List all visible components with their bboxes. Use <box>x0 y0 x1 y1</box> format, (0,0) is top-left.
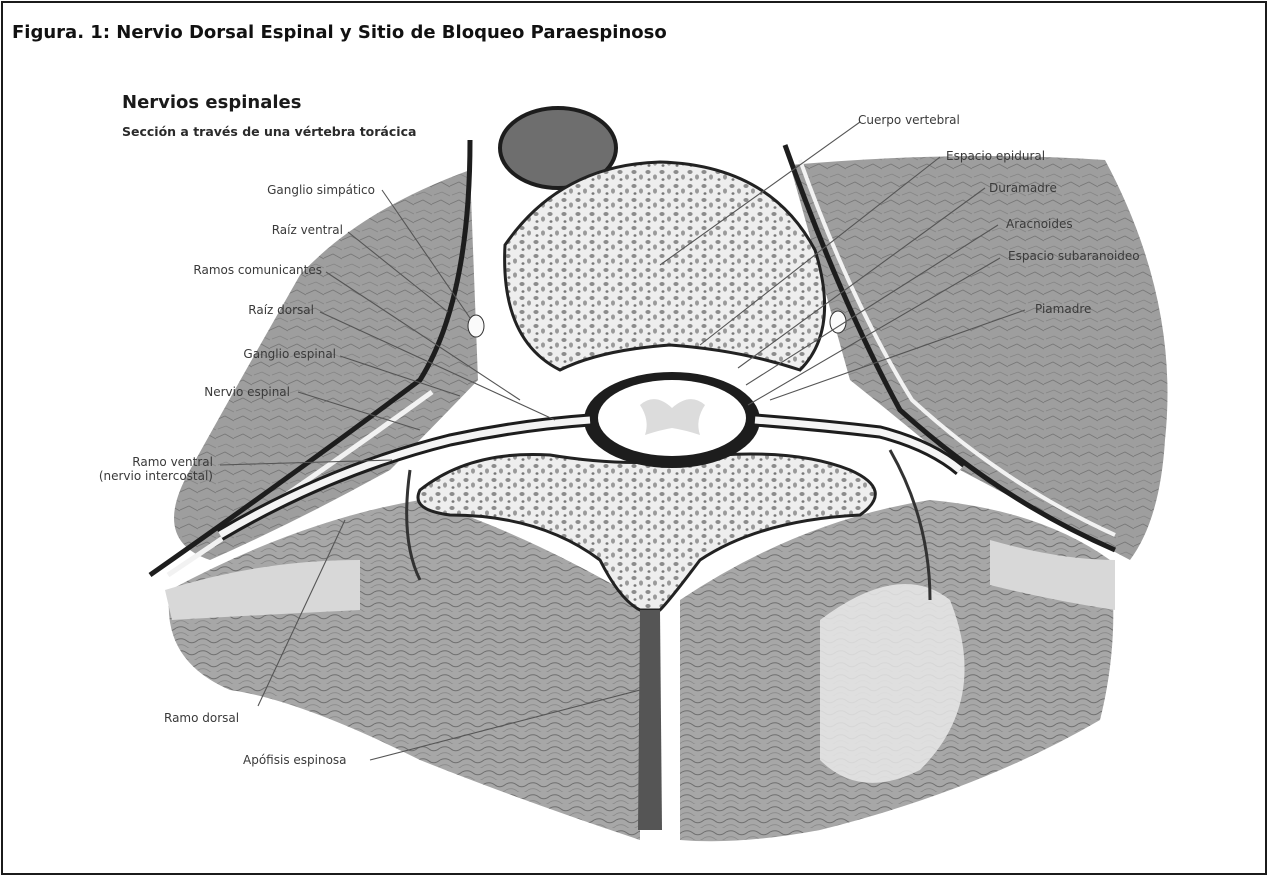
label-ganglio-espinal: Ganglio espinal <box>243 347 336 361</box>
label-duramadre: Duramadre <box>989 181 1057 195</box>
vertebral-body <box>505 162 825 370</box>
label-ramo-ventral-sub: (nervio intercostal) <box>99 469 213 483</box>
left-back-muscle <box>169 500 640 840</box>
label-espacio-subaranoideo: Espacio subaranoideo <box>1008 249 1140 263</box>
label-piamadre: Piamadre <box>1035 302 1091 316</box>
label-ganglio-simpatico: Ganglio simpático <box>267 183 375 197</box>
label-raiz-ventral: Raíz ventral <box>272 223 343 237</box>
label-raiz-dorsal: Raíz dorsal <box>248 303 314 317</box>
label-cuerpo-vertebral: Cuerpo vertebral <box>858 113 960 127</box>
label-ramo-ventral: Ramo ventral <box>132 455 213 469</box>
label-nervio-espinal: Nervio espinal <box>204 385 290 399</box>
label-aracnoides: Aracnoides <box>1006 217 1073 231</box>
label-apofisis-espinosa: Apófisis espinosa <box>243 753 347 767</box>
label-ramo-dorsal: Ramo dorsal <box>164 711 239 725</box>
label-espacio-epidural: Espacio epidural <box>946 149 1045 163</box>
left-sympathetic-ganglion <box>468 315 484 337</box>
left-fat-band <box>165 560 360 620</box>
spinous-process <box>638 610 662 830</box>
label-ramos-comunicantes: Ramos comunicantes <box>193 263 322 277</box>
